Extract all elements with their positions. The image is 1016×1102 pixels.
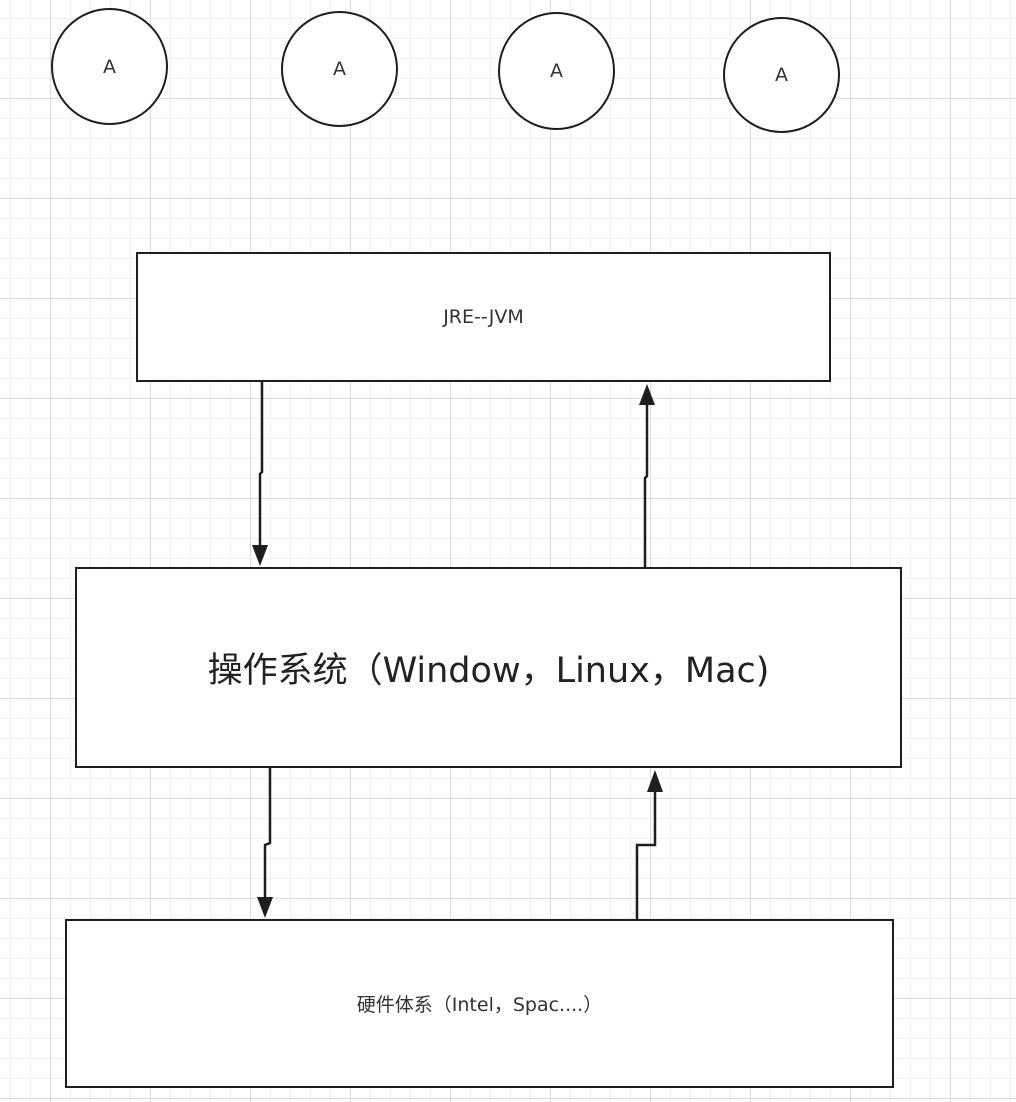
circle-node-a-4[interactable]: A [723,17,840,133]
jre-jvm-label: JRE--JVM [443,306,524,328]
connector-os-to-jvm[interactable] [643,404,649,567]
connector-os-to-hardware[interactable] [263,768,272,898]
circle-node-label: A [103,55,116,78]
operating-system-label: 操作系统（Window，Linux，Mac) [207,651,770,691]
connector-jvm-to-os[interactable] [258,382,264,546]
jre-jvm-box[interactable]: JRE--JVM [136,252,831,382]
hardware-label: 硬件体系（Intel，Spac....） [356,994,603,1016]
circle-node-label: A [333,58,346,80]
circle-node-a-2[interactable]: A [281,11,398,127]
circle-node-a-1[interactable]: A [51,8,168,125]
circle-node-label: A [775,64,788,86]
arrowhead-down-to-os [252,545,268,566]
arrowhead-down-to-hardware [257,897,273,918]
arrowhead-up-to-os [647,770,663,792]
hardware-box[interactable]: 硬件体系（Intel，Spac....） [65,919,894,1088]
arrowhead-up-to-jvm [639,384,655,405]
connector-hardware-to-os[interactable] [635,791,657,919]
circle-node-label: A [550,60,563,82]
circle-node-a-3[interactable]: A [498,12,615,130]
operating-system-box[interactable]: 操作系统（Window，Linux，Mac) [75,567,902,768]
